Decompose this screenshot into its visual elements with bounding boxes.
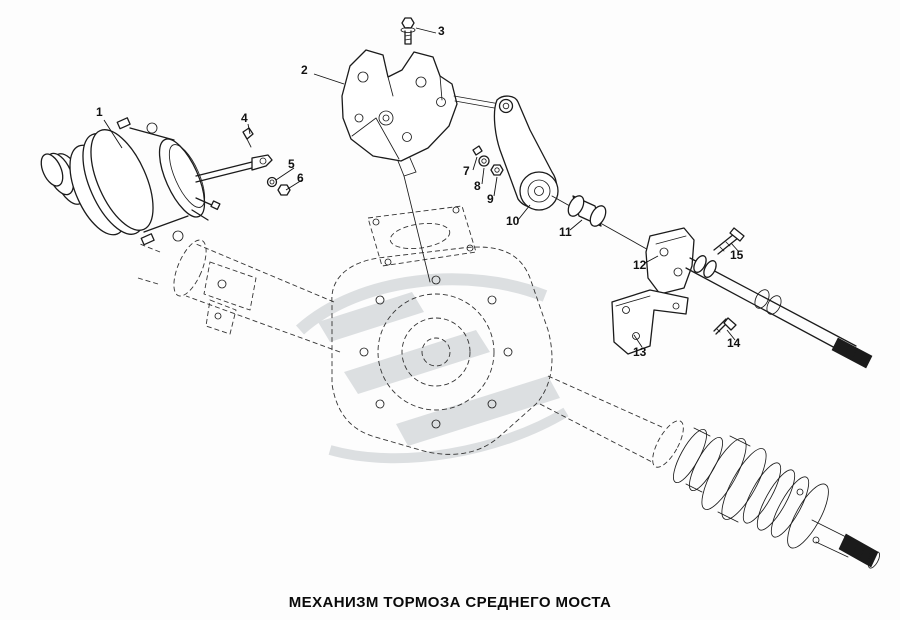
part-label-1: 1 bbox=[96, 105, 103, 119]
part-label-4: 4 bbox=[241, 111, 248, 125]
part-label-13: 13 bbox=[633, 345, 647, 359]
camshaft bbox=[685, 227, 873, 369]
part-label-7: 7 bbox=[463, 164, 470, 178]
mounting-bracket bbox=[341, 49, 458, 283]
part-label-15: 15 bbox=[730, 248, 744, 262]
top-bolt bbox=[400, 17, 416, 45]
watermark bbox=[295, 273, 569, 464]
bushing bbox=[551, 195, 653, 253]
part-label-5: 5 bbox=[288, 157, 295, 171]
brake-chamber bbox=[40, 117, 273, 246]
part-label-2: 2 bbox=[301, 63, 308, 77]
part-label-10: 10 bbox=[506, 214, 520, 228]
part-label-3: 3 bbox=[438, 24, 445, 38]
rod-fasteners bbox=[242, 127, 291, 196]
lower-bolt bbox=[713, 317, 737, 335]
link-line bbox=[453, 95, 501, 110]
diagram-caption: МЕХАНИЗМ ТОРМОЗА СРЕДНЕГО МОСТА bbox=[288, 594, 612, 611]
part-label-9: 9 bbox=[487, 192, 494, 206]
part-label-12: 12 bbox=[633, 258, 647, 272]
part-label-14: 14 bbox=[727, 336, 741, 350]
part-label-6: 6 bbox=[297, 171, 304, 185]
camshaft-bracket bbox=[645, 227, 695, 295]
slack-adjuster-lever bbox=[493, 95, 559, 211]
lever-fasteners bbox=[472, 145, 504, 176]
strap-bracket bbox=[611, 289, 689, 355]
part-label-8: 8 bbox=[474, 179, 481, 193]
leader-lines bbox=[103, 27, 740, 348]
axle-housing bbox=[137, 205, 881, 569]
part-label-11: 11 bbox=[559, 225, 572, 239]
